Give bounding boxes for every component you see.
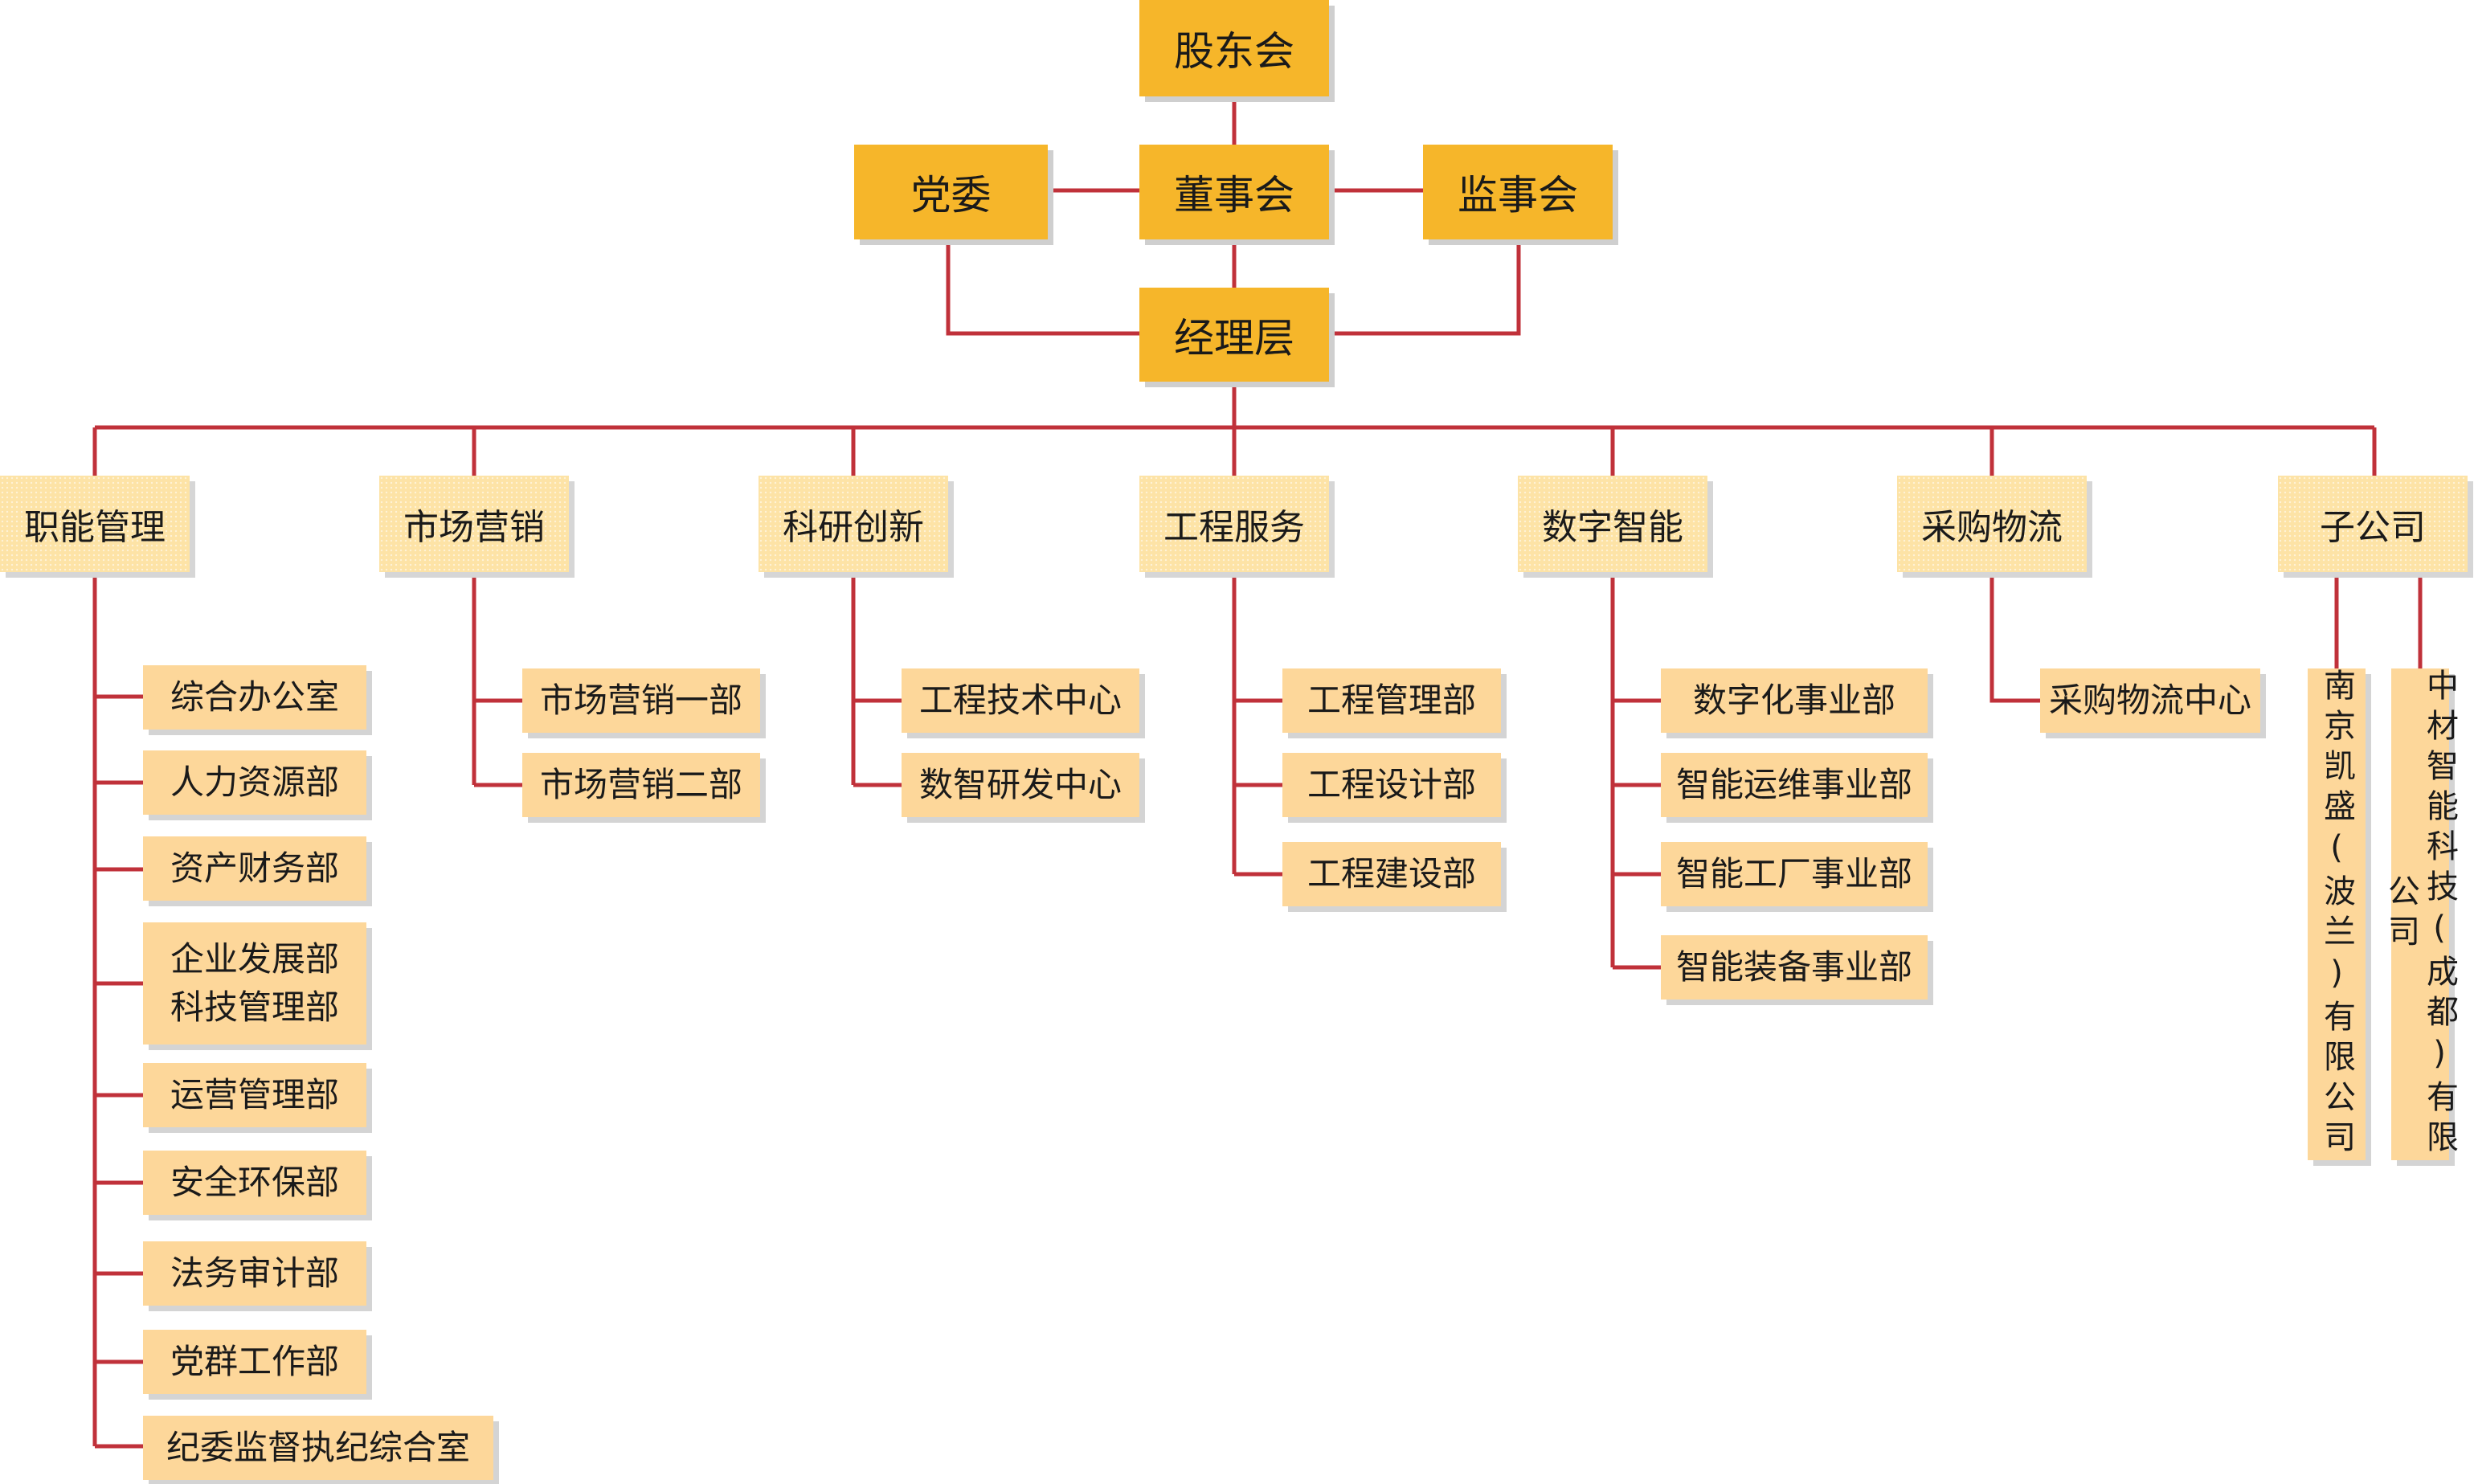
unit-label: 市场营销一部 xyxy=(539,681,742,720)
division-procurement: 采购物流 xyxy=(1897,476,2087,572)
unit-box: 数智研发中心 xyxy=(902,753,1139,817)
unit-label: 综合办公室 xyxy=(170,677,339,717)
subsidiary-box: 南京凯盛(波兰)有限公司 xyxy=(2308,668,2366,1160)
unit-box: 智能工厂事业部 xyxy=(1661,842,1928,906)
division-label: 数字智能 xyxy=(1542,507,1683,548)
division-marketing: 市场营销 xyxy=(379,476,569,572)
division-functional: 职能管理 xyxy=(0,476,190,572)
unit-label: 采购物流中心 xyxy=(2048,681,2251,720)
board-label: 董事会 xyxy=(1174,172,1294,219)
division-label: 工程服务 xyxy=(1163,507,1305,548)
unit-label: 南京凯盛(波兰)有限公司 xyxy=(2318,668,2355,1160)
unit-box: 市场营销一部 xyxy=(522,668,760,733)
division-label: 子公司 xyxy=(2320,507,2426,548)
division-label: 市场营销 xyxy=(403,507,545,548)
unit-label: 数智研发中心 xyxy=(918,765,1122,804)
unit-box: 智能装备事业部 xyxy=(1661,935,1928,1000)
unit-label: 人力资源部 xyxy=(170,762,339,802)
unit-box: 市场营销二部 xyxy=(522,753,760,817)
division-label: 科研创新 xyxy=(783,507,924,548)
unit-box: 党群工作部 xyxy=(143,1330,366,1394)
unit-label: 安全环保部 xyxy=(170,1163,339,1202)
unit-label: 数字化事业部 xyxy=(1692,681,1895,720)
unit-label: 智能运维事业部 xyxy=(1675,765,1912,804)
unit-box: 安全环保部 xyxy=(143,1151,366,1215)
unit-label: 纪委监督执纪综合室 xyxy=(166,1428,470,1467)
unit-box: 工程设计部 xyxy=(1282,753,1501,817)
unit-box: 法务审计部 xyxy=(143,1241,366,1306)
unit-box: 纪委监督执纪综合室 xyxy=(143,1416,493,1480)
unit-label: 中材智能科技(成都)有限公司 xyxy=(2382,668,2458,1160)
division-engineering: 工程服务 xyxy=(1139,476,1329,572)
unit-box: 工程建设部 xyxy=(1282,842,1501,906)
unit-label: 运营管理部 xyxy=(170,1075,339,1114)
party-committee-box: 党委 xyxy=(854,145,1048,239)
unit-label: 工程管理部 xyxy=(1307,681,1476,720)
board-box: 董事会 xyxy=(1139,145,1329,239)
unit-label: 工程设计部 xyxy=(1307,765,1476,804)
unit-box: 综合办公室 xyxy=(143,665,366,730)
subsidiary-box: 中材智能科技(成都)有限公司 xyxy=(2382,668,2458,1160)
unit-box: 数字化事业部 xyxy=(1661,668,1928,733)
unit-label: 法务审计部 xyxy=(170,1253,339,1293)
unit-label: 工程技术中心 xyxy=(918,681,1122,720)
unit-box: 人力资源部 xyxy=(143,750,366,815)
unit-label: 党群工作部 xyxy=(170,1342,339,1381)
unit-box: 运营管理部 xyxy=(143,1063,366,1127)
division-research: 科研创新 xyxy=(759,476,948,572)
supervisors-label: 监事会 xyxy=(1458,172,1578,219)
unit-label: 资产财务部 xyxy=(170,848,339,888)
unit-box: 智能运维事业部 xyxy=(1661,753,1928,817)
shareholders-box: 股东会 xyxy=(1139,0,1329,96)
unit-box: 工程管理部 xyxy=(1282,668,1501,733)
unit-label: 市场营销二部 xyxy=(539,765,742,804)
management-box: 经理层 xyxy=(1139,288,1329,382)
unit-box: 资产财务部 xyxy=(143,836,366,901)
party-committee-label: 党委 xyxy=(910,172,992,219)
shareholders-label: 股东会 xyxy=(1174,28,1294,75)
unit-label: 工程建设部 xyxy=(1307,854,1476,893)
division-label: 采购物流 xyxy=(1921,507,2063,548)
unit-label: 企业发展部 科技管理部 xyxy=(170,939,339,1027)
division-digital: 数字智能 xyxy=(1518,476,1707,572)
unit-box: 工程技术中心 xyxy=(902,668,1139,733)
division-subsidiaries: 子公司 xyxy=(2278,476,2468,572)
unit-label: 智能工厂事业部 xyxy=(1675,854,1912,893)
management-label: 经理层 xyxy=(1174,314,1294,362)
unit-label: 智能装备事业部 xyxy=(1675,947,1912,987)
supervisors-box: 监事会 xyxy=(1423,145,1613,239)
division-label: 职能管理 xyxy=(24,507,166,548)
unit-box: 企业发展部 科技管理部 xyxy=(143,922,366,1045)
unit-box: 采购物流中心 xyxy=(2040,668,2260,733)
